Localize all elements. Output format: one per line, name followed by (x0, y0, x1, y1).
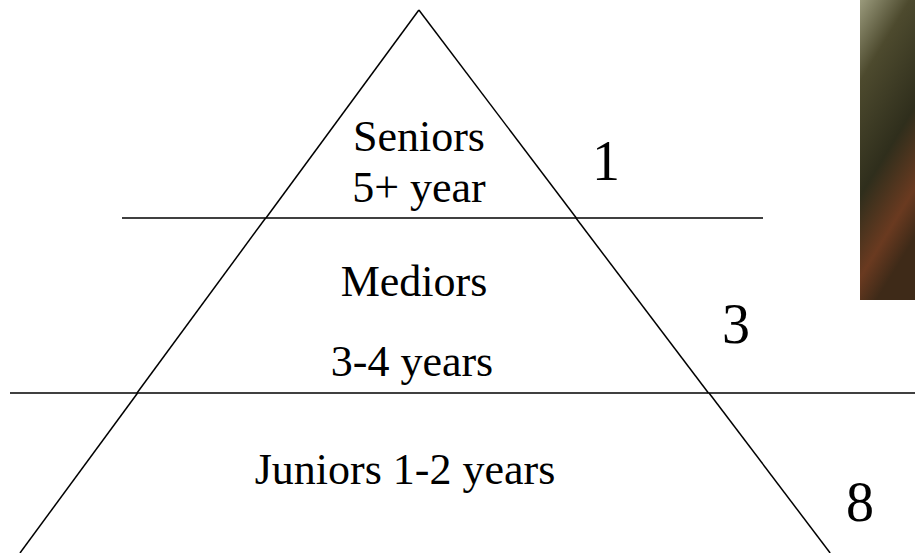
pyramid-band: Juniors 1-2 years (20, 393, 830, 553)
band-subtitle: 3-4 years (331, 338, 494, 386)
band-title: Juniors 1-2 years (255, 446, 556, 494)
pyramid-side (137, 218, 266, 393)
pyramid-side (576, 218, 708, 393)
photo-fragment (860, 0, 915, 300)
pyramid-side (709, 393, 830, 553)
count-number: 3 (722, 294, 750, 356)
count-number: 1 (592, 131, 620, 193)
pyramid-band: Mediors 3-4 years (137, 218, 708, 393)
pyramid-side (20, 393, 138, 553)
divider-line (10, 392, 915, 394)
divider-line (122, 217, 763, 219)
count-number: 8 (846, 472, 874, 534)
band-subtitle: 5+ year (352, 164, 486, 212)
pyramid-band: Seniors5+ year (266, 10, 576, 218)
band-title: Seniors (353, 113, 485, 161)
band-title: Mediors (341, 258, 488, 306)
